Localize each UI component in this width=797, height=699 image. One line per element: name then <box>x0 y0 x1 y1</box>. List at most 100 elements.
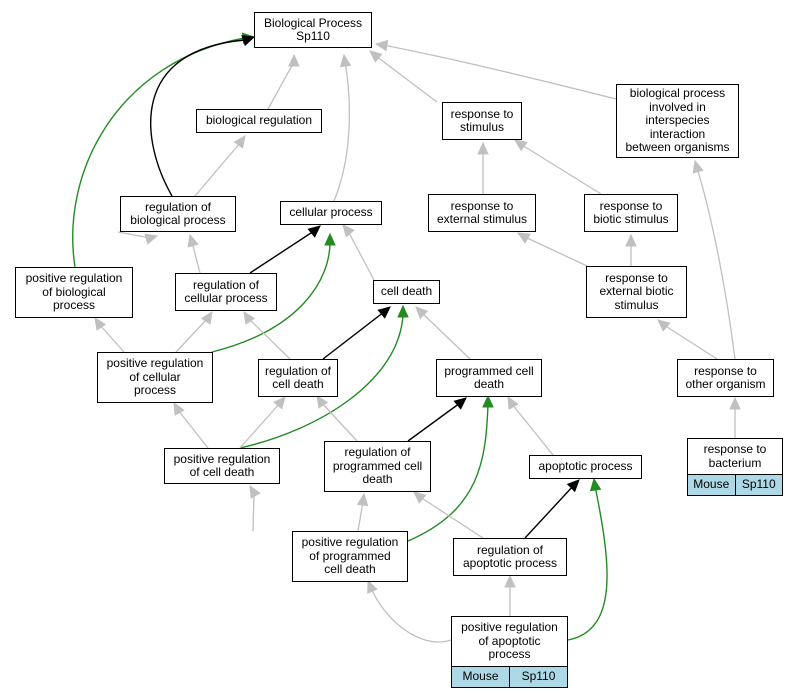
is-a-edge <box>504 574 516 616</box>
is-a-edge <box>507 395 554 456</box>
arrowhead <box>288 53 300 67</box>
gene-cell[interactable]: Sp110 <box>509 667 567 687</box>
edge-line <box>521 144 602 195</box>
edge-line <box>663 324 718 360</box>
arrowhead <box>415 306 429 320</box>
node-label: response to stimulus <box>450 106 514 134</box>
is-a-edge <box>692 159 736 360</box>
arrowhead <box>566 479 580 493</box>
is-a-edge <box>316 394 358 442</box>
arrowhead <box>243 310 256 325</box>
node-response-to-bacterium[interactable]: response to bacterium Mouse Sp110 <box>687 438 783 496</box>
node-label: regulation of biological process <box>130 199 226 227</box>
arrowhead <box>173 401 185 416</box>
node-regulation-of-cellular-process[interactable]: regulation of cellular process <box>175 273 277 311</box>
node-response-to-external-biotic-stimulus[interactable]: response to external biotic stimulus <box>586 266 687 318</box>
gene-cell[interactable]: Sp110 <box>734 475 783 495</box>
is-a-edge <box>267 53 300 110</box>
edge-line <box>117 231 151 239</box>
node-regulation-of-cell-death[interactable]: regulation of cell death <box>258 359 338 397</box>
node-response-to-external-stimulus[interactable]: response to external stimulus <box>428 194 536 232</box>
node-positive-regulation-of-cell-death[interactable]: positive regulation of cell death <box>164 448 280 484</box>
edge-line <box>211 241 331 353</box>
node-label: response to external biotic stimulus <box>599 270 674 312</box>
node-positive-regulation-of-biological-process[interactable]: positive regulation of biological proces… <box>15 267 133 318</box>
is-a-edge <box>333 53 352 202</box>
arrowhead <box>657 319 671 332</box>
edge-line <box>72 37 246 268</box>
edge-line <box>420 311 471 360</box>
regulates-edge <box>150 35 256 197</box>
regulates-edge <box>322 306 391 360</box>
node-cellular-process[interactable]: cellular process <box>280 201 382 225</box>
node-response-to-stimulus[interactable]: response to stimulus <box>442 102 522 140</box>
node-response-to-other-organism[interactable]: response to other organism <box>677 359 774 397</box>
node-response-to-biotic-stimulus[interactable]: response to biotic stimulus <box>584 194 678 232</box>
edge-line <box>249 230 315 274</box>
arrowhead <box>273 396 286 410</box>
node-regulation-of-apoptotic-process[interactable]: regulation of apoptotic process <box>453 538 567 576</box>
arrowhead <box>397 304 409 318</box>
edge-line <box>524 236 588 267</box>
regulates-edge <box>407 397 467 442</box>
species-cell[interactable]: Mouse <box>693 477 730 492</box>
node-biological-process[interactable]: Biological Process Sp110 <box>254 12 372 48</box>
node-programmed-cell-death[interactable]: programmed cell death <box>436 359 542 397</box>
node-regulation-of-biological-process[interactable]: regulation of biological process <box>120 196 236 232</box>
arrowhead <box>374 39 389 52</box>
is-a-edge <box>187 233 201 274</box>
node-interspecies-interaction[interactable]: biological process involved in interspec… <box>616 84 739 158</box>
arrowhead <box>516 232 531 244</box>
is-a-edge <box>369 50 438 103</box>
arrowhead <box>729 396 741 410</box>
edge-line <box>524 484 575 539</box>
arrowhead <box>200 310 213 325</box>
node-regulation-of-programmed-cell-death[interactable]: regulation of programmed cell death <box>324 441 431 492</box>
node-apoptotic-process[interactable]: apoptotic process <box>529 455 642 479</box>
edge-line <box>177 409 209 449</box>
is-a-edge <box>415 306 471 360</box>
is-a-edge <box>239 396 286 449</box>
node-positive-regulation-of-apoptotic-process[interactable]: positive regulation of apoptotic process… <box>451 616 568 688</box>
edge-line <box>252 492 255 532</box>
is-a-edge <box>243 310 291 360</box>
is-a-edge <box>413 491 484 539</box>
arrowhead <box>249 484 261 499</box>
edge-line <box>194 142 241 197</box>
node-positive-regulation-of-cellular-process[interactable]: positive regulation of cellular process <box>97 352 213 403</box>
gene-annotation-row: Mouse Sp110 <box>452 666 567 687</box>
is-a-edge <box>173 401 209 449</box>
node-label: positive regulation of cellular process <box>106 356 204 398</box>
node-cell-death[interactable]: cell death <box>373 280 440 304</box>
arrowhead <box>625 233 637 247</box>
edge-line <box>267 61 295 110</box>
edge-line <box>407 402 461 442</box>
node-label: cellular process <box>289 205 373 220</box>
positively-regulates-edge <box>567 477 608 641</box>
gene-annotation-row: Mouse Sp110 <box>688 474 782 495</box>
is-a-edge <box>367 579 452 643</box>
regulates-edge <box>524 479 580 539</box>
edge-line <box>98 323 125 353</box>
arrowhead <box>453 397 467 410</box>
node-label: response to other organism <box>685 363 766 391</box>
node-label: biological process involved in interspec… <box>625 86 730 155</box>
node-label: positive regulation of biological proces… <box>25 271 123 313</box>
node-label: response to external stimulus <box>436 198 528 226</box>
is-a-edge <box>477 141 489 194</box>
node-label: positive regulation of apoptotic process <box>461 620 558 662</box>
edge-line <box>239 313 404 449</box>
node-biological-regulation[interactable]: biological regulation <box>196 109 322 133</box>
is-a-edge <box>657 319 718 360</box>
node-label: apoptotic process <box>538 459 633 474</box>
species-cell[interactable]: Mouse <box>462 669 499 684</box>
edge-line <box>382 44 617 100</box>
arrowhead <box>504 574 516 588</box>
node-positive-regulation-of-programmed-cell-death[interactable]: positive regulation of programmed cell d… <box>292 531 408 582</box>
arrowhead <box>413 491 427 504</box>
node-label: regulation of apoptotic process <box>462 542 558 570</box>
arrowhead <box>507 395 519 410</box>
edge-line <box>333 61 351 202</box>
